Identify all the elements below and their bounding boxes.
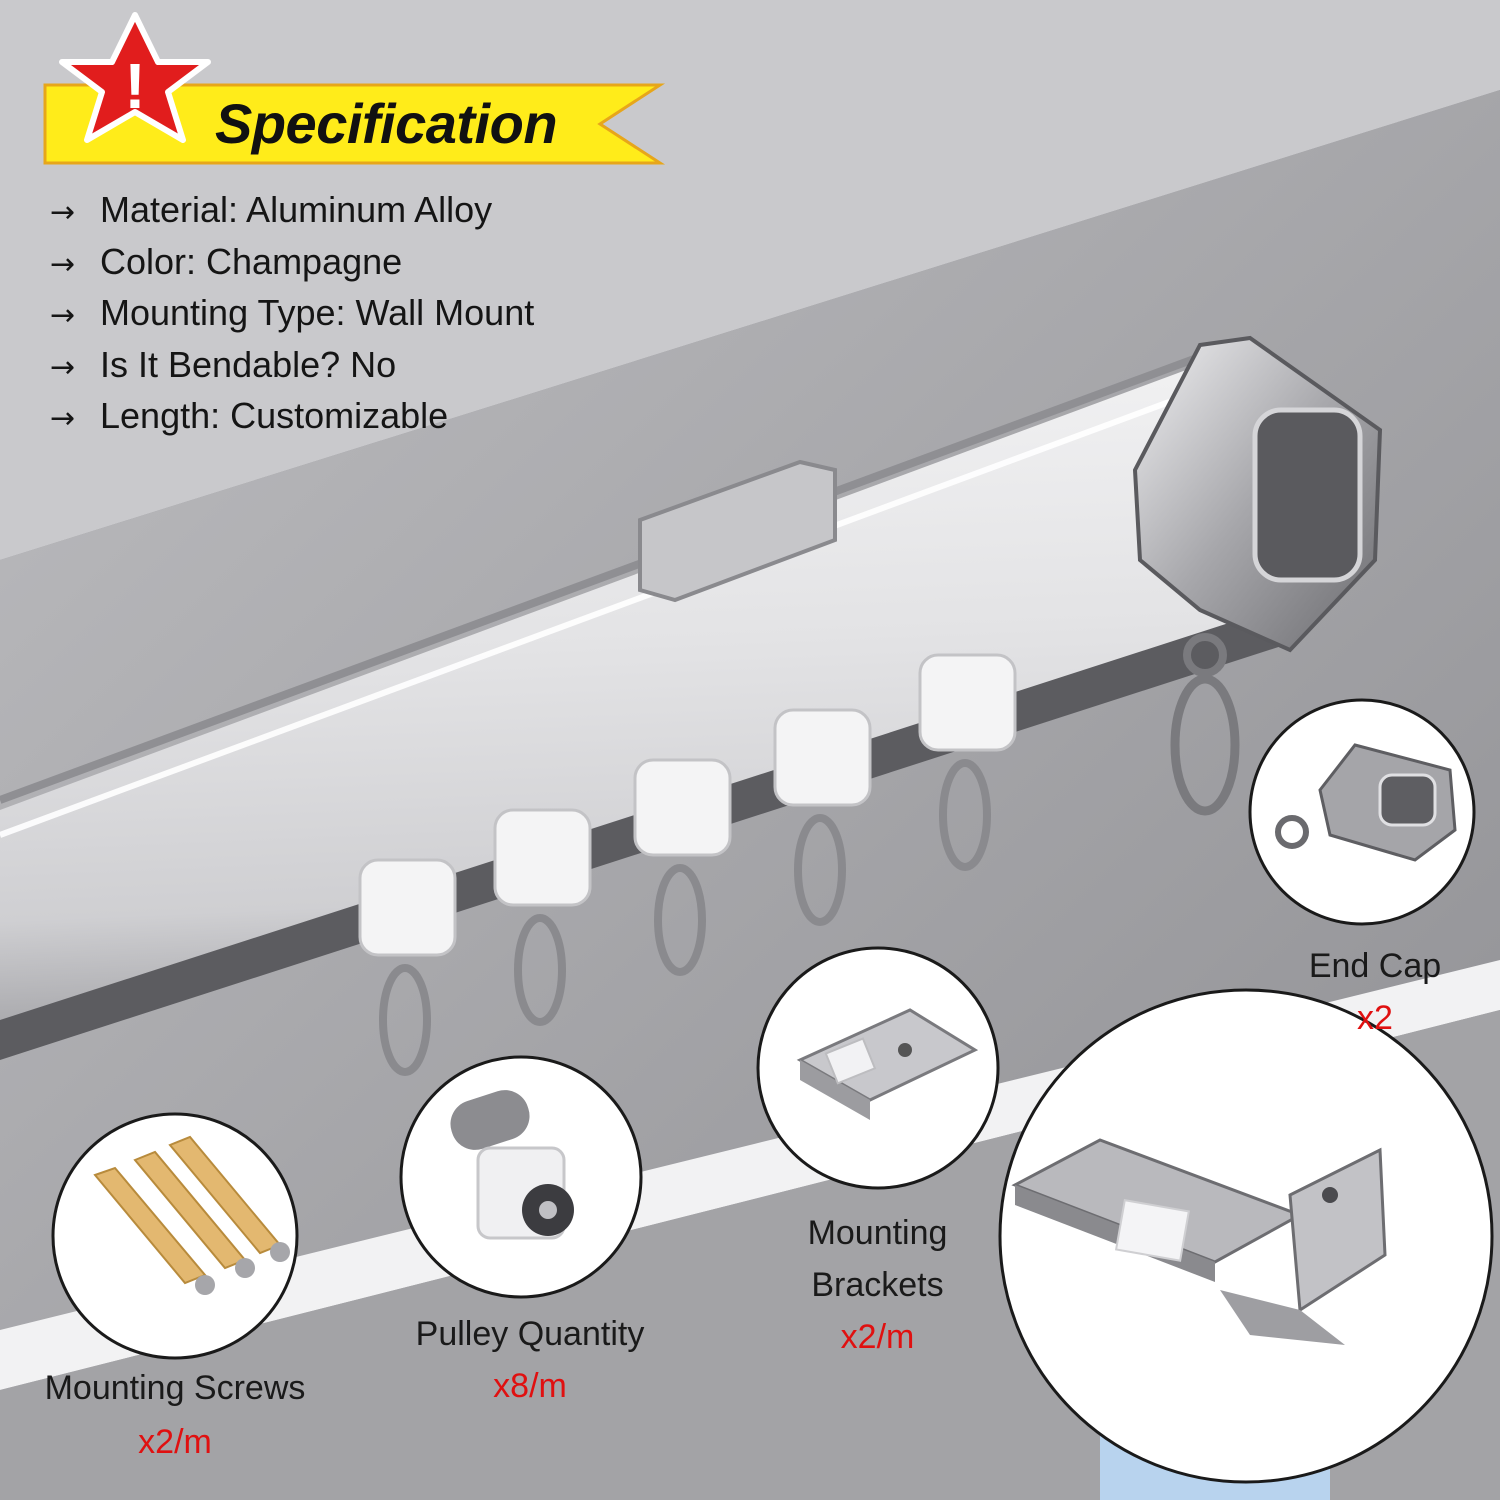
qty-end-cap: x2 (1357, 999, 1393, 1037)
label-mounting-screws: Mounting Screws (44, 1369, 306, 1407)
rail-highlight (0, 369, 1252, 838)
spec-length: →Length: Customizable (50, 390, 534, 442)
circle-pulley (399, 1055, 643, 1299)
circle-mounting-screws (51, 1112, 299, 1360)
banner-title: Specification (215, 92, 558, 155)
wall-bracket-icon (1011, 1138, 1387, 1345)
glider-2 (493, 808, 592, 1026)
specification-list: →Material: Aluminum Alloy →Color: Champa… (50, 184, 534, 442)
arrow-icon: → (50, 401, 76, 436)
alert-star-icon (59, 12, 211, 143)
curtain-rail (0, 350, 1320, 1060)
rail-top-clip (638, 459, 837, 603)
circle-mounting-bracket (756, 946, 1000, 1190)
end-cap-face (1252, 407, 1363, 583)
end-cap-icon (1275, 743, 1457, 862)
label-pulley-quantity: Pulley Quantity (415, 1315, 645, 1353)
glider-3 (633, 758, 732, 976)
glider-5 (918, 653, 1017, 871)
spec-mounting-type: →Mounting Type: Wall Mount (50, 287, 534, 339)
alert-exclamation: ! (124, 50, 145, 122)
circle-bracket-large (998, 988, 1494, 1484)
end-cap-ring (1170, 633, 1240, 816)
arrow-icon: → (50, 349, 76, 385)
mounting-bracket-icon (796, 1008, 979, 1120)
qty-mounting-brackets: x2/m (840, 1318, 915, 1356)
glider-1 (358, 858, 457, 1076)
pulley-glider-icon (450, 1090, 574, 1240)
glider-4 (773, 708, 872, 926)
arrow-icon: → (50, 298, 76, 333)
qty-mounting-screws: x2/m (138, 1423, 212, 1461)
spec-bendable: →Is It Bendable? No (50, 339, 534, 391)
arrow-icon: → (50, 195, 76, 230)
label-end-cap: End Cap (1308, 947, 1442, 985)
banner-ribbon (43, 83, 666, 165)
circle-end-cap (1248, 698, 1476, 926)
spec-color: →Color: Champagne (50, 236, 534, 288)
rail-top-edge (0, 338, 1242, 804)
label-mounting-brackets-line2: Brackets (811, 1266, 944, 1304)
spec-material: →Material: Aluminum Alloy (50, 184, 534, 236)
wall-anchor-screws-icon (93, 1135, 290, 1295)
qty-pulley: x8/m (493, 1367, 567, 1405)
label-mounting-brackets-line1: Mounting (807, 1214, 948, 1252)
arrow-icon: → (50, 246, 76, 282)
